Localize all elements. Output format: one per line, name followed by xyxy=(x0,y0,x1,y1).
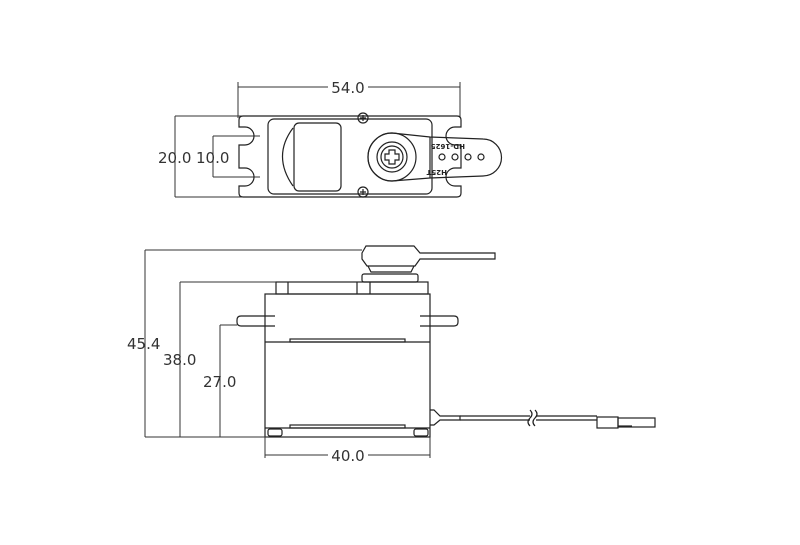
dim-27: 27.0 xyxy=(203,324,237,437)
output-shaft xyxy=(361,273,419,283)
cable xyxy=(430,409,597,427)
dim-54: 54.0 xyxy=(237,78,461,118)
connector xyxy=(596,416,656,429)
width-dim-label: 54.0 xyxy=(331,79,364,97)
top-view: 54.0 20.0 10.0 xyxy=(158,78,503,198)
top-cap xyxy=(275,281,429,295)
body-width-dim-label: 40.0 xyxy=(331,447,364,465)
horn-label-2: H25T xyxy=(426,168,447,176)
servo-body xyxy=(264,293,431,438)
body-arc xyxy=(282,127,294,187)
dim-20: 20.0 10.0 xyxy=(158,115,262,198)
flange-height-dim-label: 27.0 xyxy=(203,373,236,391)
horn-holes xyxy=(438,153,485,161)
horn-hub xyxy=(367,132,417,182)
dim-45-4: 45.4 xyxy=(127,249,362,438)
cross-screw-icon xyxy=(384,149,400,165)
body-top xyxy=(267,118,433,195)
dim-38: 38.0 xyxy=(163,281,276,437)
screw-icon xyxy=(357,112,369,198)
side-view: 45.4 38.0 27.0 40.0 xyxy=(127,245,656,465)
horn-label-1: HD-1625 xyxy=(431,142,465,150)
horn-side xyxy=(361,245,496,267)
total-height-dim-label: 45.4 xyxy=(127,335,160,353)
dim-40: 40.0 xyxy=(264,437,431,465)
flange-right xyxy=(420,315,459,327)
body-height-dim-label: 38.0 xyxy=(163,351,196,369)
height-dim-label: 20.0 xyxy=(158,149,191,167)
flange-outline xyxy=(238,115,462,198)
hole-spacing-dim-label: 10.0 xyxy=(196,149,229,167)
flange-left xyxy=(236,315,275,327)
window-rect xyxy=(293,122,342,192)
